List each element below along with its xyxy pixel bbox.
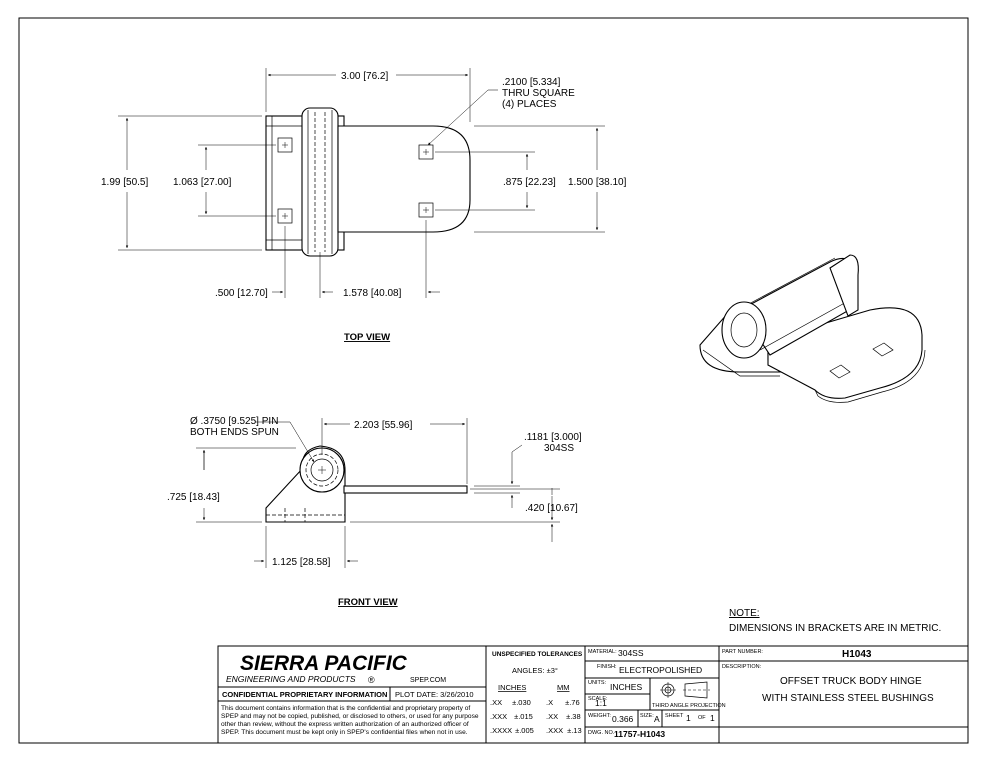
dim-height: .725 [18.43]: [167, 492, 220, 503]
company-sub: ENGINEERING AND PRODUCTS: [226, 674, 356, 684]
dim-hole-spacing-right: .875 [22.23]: [503, 177, 556, 188]
dim-hole-offset: .500 [12.70]: [215, 288, 268, 299]
units-label: UNITS:: [588, 680, 607, 686]
dim-offset: .420 [10.67]: [525, 503, 578, 514]
front-view: Ø .3750 [9.525] PIN BOTH ENDS SPUN 2.203…: [167, 416, 582, 608]
tol-inch-1: .XX±.030: [490, 698, 531, 707]
svg-text:NOTE:: NOTE:: [729, 608, 760, 619]
description-label: DESCRIPTION:: [722, 664, 762, 670]
pin-callout: Ø .3750 [9.525] PIN: [190, 416, 278, 427]
dim-base-length: 1.125 [28.58]: [272, 557, 331, 568]
dim-hole-spacing-left: 1.063 [27.00]: [173, 177, 232, 188]
tol-inch-2: .XXX±.015: [490, 712, 533, 721]
svg-text:DIMENSIONS IN BRACKETS ARE IN: DIMENSIONS IN BRACKETS ARE IN METRIC.: [729, 623, 941, 634]
plot-date: PLOT DATE: 3/26/2010: [395, 690, 474, 699]
confidential-heading: CONFIDENTIAL PROPRIETARY INFORMATION: [222, 690, 387, 699]
of-label: OF: [698, 715, 706, 721]
confidential-line-3: other than review, without the express w…: [221, 721, 469, 728]
hole-callout-line2: THRU SQUARE: [502, 88, 575, 99]
dim-overall-length: 3.00 [76.2]: [341, 71, 388, 82]
top-view-title: TOP VIEW: [344, 332, 390, 343]
material-callout: 304SS: [544, 443, 574, 454]
scale-label: SCALE:: [588, 696, 608, 702]
tol-mm-1: .X±.76: [546, 698, 580, 707]
dwg-number: 11757-H1043: [614, 729, 665, 739]
units-value: INCHES: [610, 682, 642, 692]
size-label: SIZE:: [640, 713, 654, 719]
part-number-label: PART NUMBER:: [722, 649, 763, 655]
dim-leaf-width: 1.500 [38.10]: [568, 177, 627, 188]
hole-callout: .2100 [5.334]: [502, 77, 561, 88]
top-view-barrel: [301, 107, 339, 257]
material-value: 304SS: [618, 648, 644, 658]
tol-mm-2: .XX±.38: [546, 712, 581, 721]
tol-mm-3: .XXX±.13: [546, 726, 582, 735]
dim-leaf-length: 2.203 [55.96]: [354, 420, 413, 431]
top-view: 3.00 [76.2] 1.99 [50.5] 1.063 [27.00] .8…: [101, 68, 627, 343]
website: SPEP.COM: [410, 677, 446, 684]
tol-inch-3: .XXXX±.005: [490, 726, 534, 735]
front-view-leaf: [343, 485, 468, 494]
tolerances-angles: ANGLES: ±3°: [512, 666, 558, 675]
confidential-line-2: SPEP and may not be copied, published, o…: [221, 713, 479, 720]
size-value: A: [654, 714, 660, 724]
weight-label: WEIGHT:: [588, 713, 611, 719]
finish-label: FINISH:: [597, 664, 617, 670]
material-label: MATERIAL:: [588, 649, 617, 655]
dim-thickness: .1181 [3.000]: [524, 432, 582, 443]
part-number: H1043: [842, 649, 872, 660]
finish-value: ELECTROPOLISHED: [619, 665, 702, 675]
confidential-line-1: This document contains information that …: [221, 705, 470, 712]
pin-callout-line2: BOTH ENDS SPUN: [190, 427, 279, 438]
sheet-label: SHEET: [665, 713, 684, 719]
confidential-line-4: SPEP. This document must be kept only in…: [221, 729, 468, 736]
registered-mark: ®: [368, 675, 375, 685]
inches-heading: INCHES: [498, 683, 526, 692]
dim-hole-to-hole: 1.578 [40.08]: [343, 288, 402, 299]
description-line-2: WITH STAINLESS STEEL BUSHINGS: [762, 693, 934, 704]
third-angle-projection-icon: [660, 681, 710, 699]
dwg-label: DWG. NO.: [588, 730, 615, 736]
scale-value: 1:1: [595, 698, 607, 708]
company-name: SIERRA PACIFIC: [240, 652, 408, 675]
weight-value: 0.366: [612, 714, 634, 724]
top-view-leaf: [337, 125, 471, 233]
front-view-title: FRONT VIEW: [338, 597, 398, 608]
title-block: SIERRA PACIFIC ENGINEERING AND PRODUCTS …: [217, 645, 969, 744]
projection-label: THIRD ANGLE PROJECTION: [652, 703, 726, 709]
sheet-total: 1: [710, 713, 715, 723]
top-view-holes: [277, 137, 434, 224]
sheet-value: 1: [686, 713, 691, 723]
description-line-1: OFFSET TRUCK BODY HINGE: [780, 676, 922, 687]
mm-heading: MM: [557, 683, 570, 692]
dim-overall-width: 1.99 [50.5]: [101, 177, 148, 188]
hole-callout-line3: (4) PLACES: [502, 99, 557, 110]
note: NOTE: DIMENSIONS IN BRACKETS ARE IN METR…: [729, 608, 941, 634]
isometric-view: [699, 254, 926, 403]
tolerances-heading: UNSPECIFIED TOLERANCES: [492, 651, 583, 658]
